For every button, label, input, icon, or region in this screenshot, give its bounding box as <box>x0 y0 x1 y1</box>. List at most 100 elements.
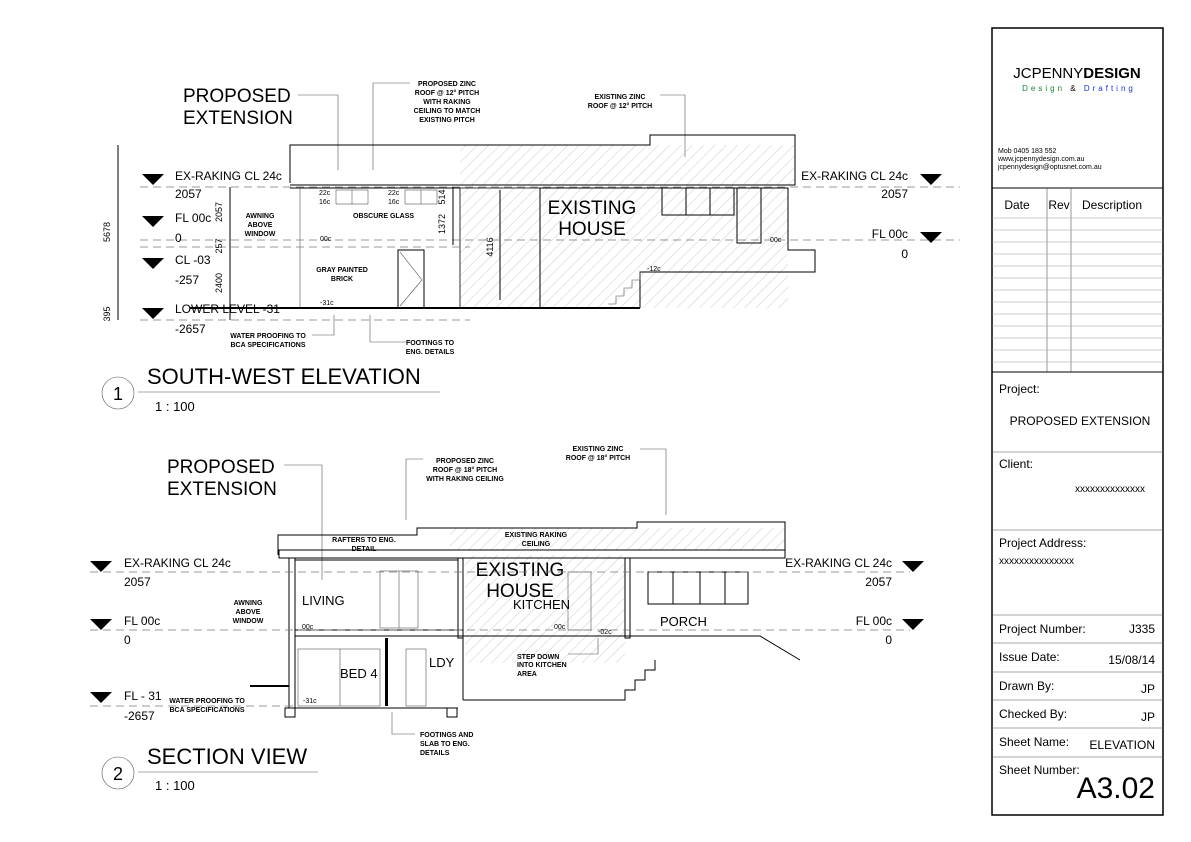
svg-text:RAFTERS TO ENG.: RAFTERS TO ENG. <box>332 537 396 544</box>
svg-text:LIVING: LIVING <box>302 593 345 608</box>
svg-text:PROPOSED ZINC: PROPOSED ZINC <box>418 81 476 88</box>
svg-text:FL 00c: FL 00c <box>872 227 908 241</box>
svg-text:-2657: -2657 <box>124 709 155 723</box>
proposed-label: EXTENSION <box>167 479 277 500</box>
svg-text:395: 395 <box>102 306 112 321</box>
proposed-label: PROPOSED <box>183 86 291 107</box>
issue-date-value: 15/08/14 <box>1108 653 1155 667</box>
svg-text:1372: 1372 <box>437 214 447 234</box>
svg-text:EXISTING PITCH: EXISTING PITCH <box>419 117 475 124</box>
sheet-number-label: Sheet Number: <box>999 763 1080 777</box>
svg-text:00c: 00c <box>302 624 314 631</box>
drawn-by-label: Drawn By: <box>999 679 1054 693</box>
client-value: xxxxxxxxxxxxxx <box>1075 484 1145 495</box>
brick-note: GRAY PAINTED BRICK <box>316 267 368 283</box>
svg-text:PROPOSED ZINC: PROPOSED ZINC <box>436 458 494 465</box>
svg-text:514: 514 <box>437 189 447 204</box>
svg-text:2057: 2057 <box>881 187 908 201</box>
room-labels: LIVING KITCHEN PORCH BED 4 LDY <box>302 593 707 681</box>
svg-text:22c: 22c <box>388 190 400 197</box>
spot-levels: 22c 16c 22c 16c 00c -31c 00c -12c <box>319 190 782 307</box>
sheet-name-value: ELEVATION <box>1089 738 1155 752</box>
waterproofing-note: WATER PROOFING TO BCA SPECIFICATIONS <box>169 698 245 714</box>
svg-text:INTO KITCHEN: INTO KITCHEN <box>517 662 567 669</box>
sheet-number-value: A3.02 <box>1077 772 1155 805</box>
spot-levels: 00c 00c -02c -31c <box>302 624 612 705</box>
checked-by-value: JP <box>1141 710 1155 724</box>
level-markers-right: EX-RAKING CL 24c 2057 FL 00c 0 <box>785 556 924 647</box>
existing-house-label: EXISTING HOUSE <box>476 560 565 602</box>
svg-text:LOWER LEVEL -31: LOWER LEVEL -31 <box>175 302 280 316</box>
svg-text:DETAILS: DETAILS <box>420 750 450 757</box>
south-west-elevation: PROPOSED EXTENSION PROPOSED ZINC ROOF @ … <box>101 81 960 414</box>
svg-text:EX-RAKING CL 24c: EX-RAKING CL 24c <box>801 169 908 183</box>
svg-text:Rev: Rev <box>1048 198 1069 212</box>
svg-text:00c: 00c <box>770 237 782 244</box>
svg-text:FL 00c: FL 00c <box>175 211 211 225</box>
svg-text:00c: 00c <box>554 624 566 631</box>
svg-text:EXISTING: EXISTING <box>548 198 637 219</box>
svg-text:FOOTINGS AND: FOOTINGS AND <box>420 732 473 739</box>
roof-note: PROPOSED ZINC ROOF @ 18° PITCH WITH RAKI… <box>426 458 504 483</box>
svg-text:2057: 2057 <box>124 575 151 589</box>
svg-text:16c: 16c <box>319 199 331 206</box>
proposed-label: EXTENSION <box>183 108 293 129</box>
existing-ceiling-note: EXISTING RAKING CEILING <box>505 532 568 548</box>
svg-text:257: 257 <box>214 238 224 253</box>
section-view: PROPOSED EXTENSION PROPOSED ZINC ROOF @ … <box>90 446 924 793</box>
svg-text:BCA SPECIFICATIONS: BCA SPECIFICATIONS <box>169 707 244 714</box>
view-scale: 1 : 100 <box>155 778 195 793</box>
svg-text:ABOVE: ABOVE <box>236 609 261 616</box>
svg-text:BRICK: BRICK <box>331 276 353 283</box>
brand-logo: JCPENNYDESIGN <box>1013 65 1141 82</box>
existing-roof-note: EXISTING ZINC ROOF @ 18° PITCH <box>566 446 630 462</box>
svg-text:16c: 16c <box>388 199 400 206</box>
svg-text:-31c: -31c <box>303 698 317 705</box>
svg-text:EXISTING RAKING: EXISTING RAKING <box>505 532 568 539</box>
svg-text:-257: -257 <box>175 273 199 287</box>
svg-text:DETAIL: DETAIL <box>352 546 377 553</box>
svg-text:GRAY PAINTED: GRAY PAINTED <box>316 267 368 274</box>
roof-note: PROPOSED ZINC ROOF @ 12° PITCH WITH RAKI… <box>414 81 481 124</box>
svg-text:WATER PROOFING TO: WATER PROOFING TO <box>169 698 245 705</box>
svg-text:2057: 2057 <box>865 575 892 589</box>
svg-text:WITH RAKING CEILING: WITH RAKING CEILING <box>426 476 504 483</box>
svg-text:HOUSE: HOUSE <box>558 219 626 240</box>
checked-by-label: Checked By: <box>999 707 1067 721</box>
contact-email: jcpennydesign@optusnet.com.au <box>997 164 1102 171</box>
waterproofing-note: WATER PROOFING TO BCA SPECIFICATIONS <box>230 333 306 349</box>
project-number-value: J335 <box>1129 622 1155 636</box>
issue-date-label: Issue Date: <box>999 650 1060 664</box>
svg-text:Date: Date <box>1004 198 1030 212</box>
existing-house-label: EXISTING HOUSE <box>548 198 637 240</box>
svg-text:KITCHEN: KITCHEN <box>513 597 570 612</box>
svg-text:22c: 22c <box>319 190 331 197</box>
svg-text:CEILING: CEILING <box>522 541 551 548</box>
svg-text:ROOF @ 12° PITCH: ROOF @ 12° PITCH <box>415 89 479 97</box>
svg-text:ROOF @ 12° PITCH: ROOF @ 12° PITCH <box>588 102 652 110</box>
svg-text:EX-RAKING CL 24c: EX-RAKING CL 24c <box>785 556 892 570</box>
project-value: PROPOSED EXTENSION <box>1010 414 1151 428</box>
drawn-by-value: JP <box>1141 682 1155 696</box>
obscure-glass-note: OBSCURE GLASS <box>353 213 414 220</box>
svg-text:EXISTING ZINC: EXISTING ZINC <box>573 446 624 453</box>
svg-text:LDY: LDY <box>429 655 455 670</box>
svg-text:0: 0 <box>885 633 892 647</box>
svg-text:HOUSE: HOUSE <box>486 581 554 602</box>
svg-text:BED 4: BED 4 <box>340 666 378 681</box>
level-markers-right: EX-RAKING CL 24c 2057 FL 00c 0 <box>801 169 942 261</box>
svg-text:AWNING: AWNING <box>246 213 275 220</box>
svg-text:ROOF @ 18° PITCH: ROOF @ 18° PITCH <box>566 454 630 462</box>
svg-text:BCA SPECIFICATIONS: BCA SPECIFICATIONS <box>230 342 305 349</box>
svg-text:FOOTINGS TO: FOOTINGS TO <box>406 340 455 347</box>
svg-text:ENG. DETAILS: ENG. DETAILS <box>406 349 455 356</box>
svg-text:EXISTING: EXISTING <box>476 560 565 581</box>
svg-text:Description: Description <box>1082 198 1142 212</box>
dimensions: 5678 395 2057 257 2400 514 1372 4116 <box>102 145 501 322</box>
svg-text:-02c: -02c <box>598 629 612 636</box>
svg-text:EX-RAKING CL 24c: EX-RAKING CL 24c <box>124 556 231 570</box>
brand-tagline: Design & Drafting <box>1022 84 1136 93</box>
svg-text:AWNING: AWNING <box>234 600 263 607</box>
project-number-label: Project Number: <box>999 622 1086 636</box>
svg-text:0: 0 <box>901 247 908 261</box>
